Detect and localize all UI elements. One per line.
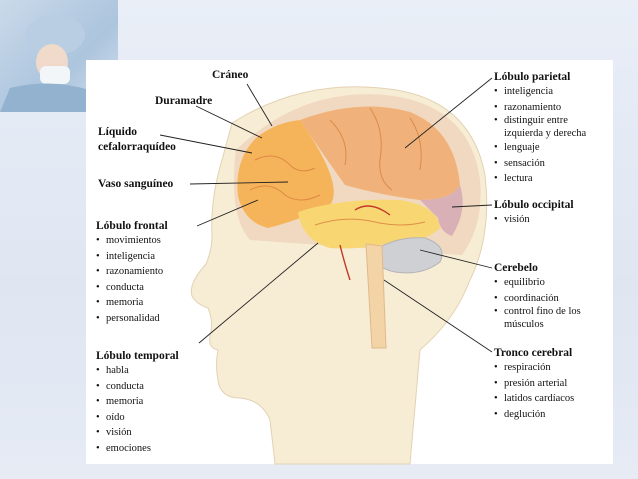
parietal-list: inteligencia razonamiento distinguir ent… [494, 84, 586, 187]
list-item: presión arterial [494, 376, 574, 392]
tronco-list: respiración presión arterial latidos car… [494, 360, 574, 422]
list-item-continuation: izquierda y derecha [504, 128, 587, 139]
label-craneo: Cráneo [212, 69, 249, 81]
list-item: inteligencia [494, 84, 586, 100]
list-item: inteligencia [96, 249, 168, 265]
surgeon-icon [0, 15, 100, 112]
temporal-group: Lóbulo temporal habla conducta memoria o… [96, 349, 179, 456]
list-item: deglución [494, 407, 574, 423]
cerebellum [371, 237, 443, 274]
cerebelo-list: equilibrio coordinación control fino de … [494, 275, 581, 331]
label-liquido-1: Líquido [98, 126, 137, 138]
temporal-title: Lóbulo temporal [96, 350, 179, 362]
list-item: visión [494, 212, 574, 228]
occipital-list: visión [494, 212, 574, 228]
tronco-group: Tronco cerebral respiración presión arte… [494, 346, 574, 422]
frontal-group: Lóbulo frontal movimientos inteligencia … [96, 219, 168, 326]
list-item: lenguaje [494, 140, 586, 156]
list-item: control fino de los [494, 306, 581, 318]
list-item: memoria [96, 295, 168, 311]
parietal-group: Lóbulo parietal inteligencia razonamient… [494, 70, 586, 187]
tronco-title: Tronco cerebral [494, 347, 573, 359]
list-item: emociones [96, 441, 179, 457]
parietal-title: Lóbulo parietal [494, 71, 571, 83]
temporal-lobe [298, 199, 440, 249]
frontal-list: movimientos inteligencia razonamiento co… [96, 233, 168, 326]
list-item: razonamiento [494, 100, 586, 116]
cerebelo-title: Cerebelo [494, 262, 538, 274]
list-item: distinguir entre [494, 115, 586, 127]
list-item: respiración [494, 360, 574, 376]
list-item: conducta [96, 280, 168, 296]
list-item: equilibrio [494, 275, 581, 291]
parietal-lobe [300, 106, 460, 200]
list-item: oído [96, 410, 179, 426]
list-item: latidos cardíacos [494, 391, 574, 407]
list-item: conducta [96, 379, 179, 395]
occipital-lobe [420, 185, 463, 236]
label-duramadre: Duramadre [155, 95, 213, 107]
list-item: memoria [96, 394, 179, 410]
list-item-continuation: músculos [504, 319, 544, 330]
label-vaso-sanguineo: Vaso sanguíneo [98, 178, 174, 190]
list-item: habla [96, 363, 179, 379]
list-item: sensación [494, 156, 586, 172]
label-liquido-2: cefalorraquídeo [98, 141, 176, 153]
cerebelo-group: Cerebelo equilibrio coordinación control… [494, 261, 581, 331]
list-item: razonamiento [96, 264, 168, 280]
list-item: lectura [494, 171, 586, 187]
occipital-group: Lóbulo occipital visión [494, 198, 574, 228]
list-item: coordinación [494, 291, 581, 307]
brainstem [365, 243, 387, 349]
list-item: movimientos [96, 233, 168, 249]
surgeon-photo [0, 0, 118, 112]
list-item: personalidad [96, 311, 168, 327]
temporal-list: habla conducta memoria oído visión emoci… [96, 363, 179, 456]
list-item: visión [96, 425, 179, 441]
frontal-lobe [237, 120, 334, 228]
occipital-title: Lóbulo occipital [494, 199, 574, 211]
frontal-title: Lóbulo frontal [96, 220, 168, 232]
